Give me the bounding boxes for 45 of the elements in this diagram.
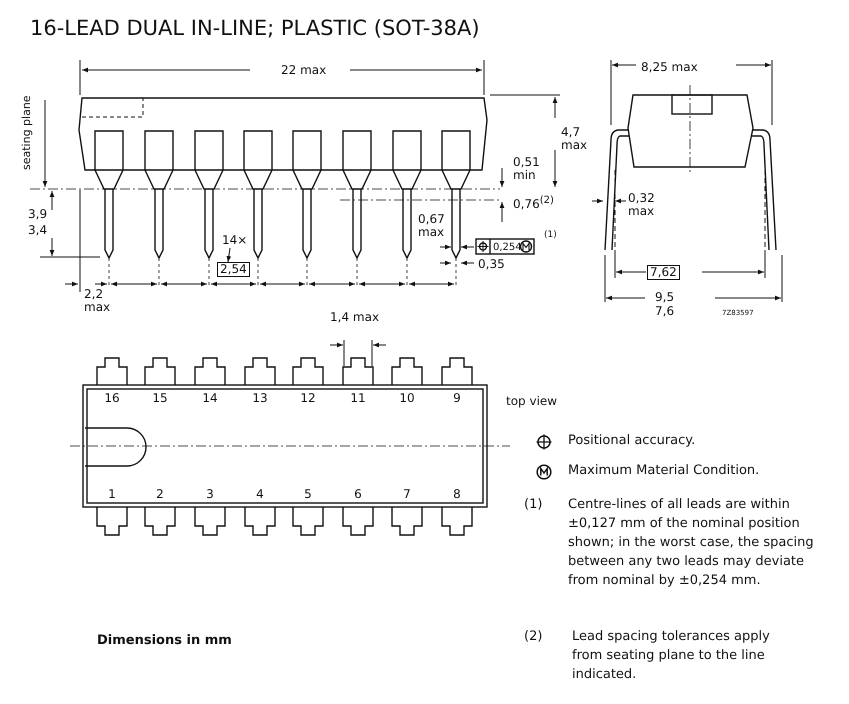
dimension-label: 3,9 xyxy=(28,208,48,221)
legend-text: Positional accuracy. xyxy=(568,433,696,448)
pin-number: 14 xyxy=(202,392,218,405)
pin-number: 5 xyxy=(303,488,313,501)
pin-number: 2 xyxy=(155,488,165,501)
dimension-label: 4,7 max xyxy=(561,126,588,152)
dimension-label: 0,67 max xyxy=(418,213,446,239)
pin-number: 3 xyxy=(205,488,215,501)
pin-number: 12 xyxy=(300,392,316,405)
pin-number: 1 xyxy=(107,488,117,501)
pin-number: 9 xyxy=(452,392,462,405)
dimension-label: 0,35 xyxy=(478,258,505,271)
tolerance-value: 0,254 xyxy=(493,241,522,254)
note-number: (1) xyxy=(524,496,542,514)
view-label: top view xyxy=(506,395,558,408)
pin-number: 7 xyxy=(402,488,412,501)
dimension-label: 0,32 max xyxy=(628,192,656,218)
note-text: Centre-lines of all leads are within ±0,127 mm of the nominal position shown; in the worst case, the spacing between any two leads may deviate from nominal by ±0,254 mm. xyxy=(568,496,815,590)
dimension-label: 14× xyxy=(222,234,248,247)
note-number: (2) xyxy=(524,628,542,646)
pin-number: 6 xyxy=(353,488,363,501)
dimension-label: 1,4 max xyxy=(330,311,380,324)
legend-text: Maximum Material Condition. xyxy=(568,463,760,478)
plane-label: seating plane xyxy=(20,95,33,170)
basic-dimension: 2,54 xyxy=(217,262,250,277)
pin-number: 13 xyxy=(252,392,268,405)
note-reference: (1) xyxy=(544,229,557,242)
dimension-label: 22 max xyxy=(281,64,326,77)
dimension-label: 0,76$^{(2)}$ xyxy=(513,194,554,211)
basic-dimension: 7,62 xyxy=(647,265,680,280)
dimension-label: 2,2 max xyxy=(84,288,112,314)
pin-number: 10 xyxy=(399,392,415,405)
pin-number: 8 xyxy=(452,488,462,501)
note-text: Lead spacing tolerances apply from seating plane to the line indicated. xyxy=(572,628,771,684)
unit-note: Dimensions in mm xyxy=(97,632,232,650)
pin-number: 15 xyxy=(152,392,168,405)
dimension-label: 0,51 min xyxy=(513,156,541,182)
dimension-label: 3,4 xyxy=(28,224,48,237)
dimension-label: 8,25 max xyxy=(641,61,698,74)
dimension-label: 7,6 xyxy=(655,305,674,318)
title: 16-LEAD DUAL IN-LINE; PLASTIC (SOT-38A) xyxy=(30,16,480,40)
dimension-label: 9,5 xyxy=(655,291,674,304)
pin-number: 16 xyxy=(104,392,120,405)
pin-number: 4 xyxy=(255,488,265,501)
pin-number: 11 xyxy=(350,392,366,405)
